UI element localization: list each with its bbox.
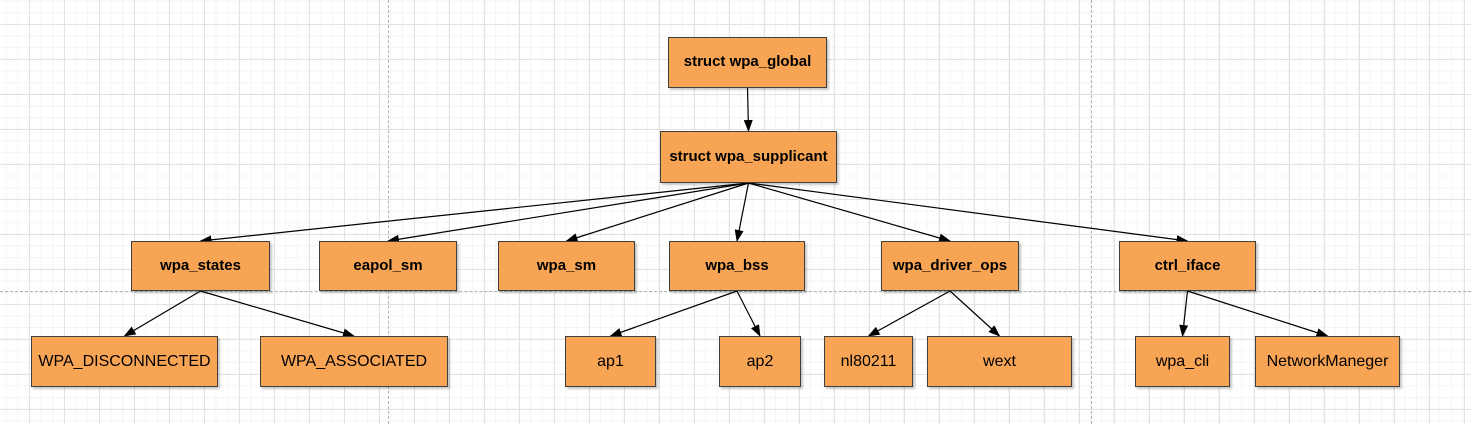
node-label-ap2: ap2 — [746, 352, 774, 370]
node-ap1[interactable]: ap1 — [565, 336, 656, 387]
node-wpa_cli[interactable]: wpa_cli — [1135, 336, 1230, 387]
node-wpa_states[interactable]: wpa_states — [131, 241, 270, 291]
node-nl80211[interactable]: nl80211 — [824, 336, 913, 387]
edge-wpa_states-to-wpa_associated[interactable] — [200, 290, 355, 338]
edge-ctrl_iface-to-wpa_cli[interactable] — [1179, 290, 1189, 337]
node-networkmaneger[interactable]: NetworkManeger — [1255, 336, 1400, 387]
node-label-networkmaneger: NetworkManeger — [1266, 352, 1389, 370]
node-label-wpa_cli: wpa_cli — [1155, 352, 1210, 370]
edge-wpa_supplicant-to-wpa_sm[interactable] — [565, 182, 749, 242]
edge-wpa_global-to-wpa_supplicant[interactable] — [743, 87, 753, 132]
node-ap2[interactable]: ap2 — [719, 336, 801, 387]
node-wpa_driver_ops[interactable]: wpa_driver_ops — [881, 241, 1019, 291]
edge-wpa_states-to-wpa_disconnected[interactable] — [123, 290, 201, 337]
node-label-wpa_disconnected: WPA_DISCONNECTED — [38, 352, 211, 370]
node-label-wpa_bss: wpa_bss — [705, 256, 769, 274]
node-label-wpa_supplicant: struct wpa_supplicant — [669, 147, 828, 165]
node-label-nl80211: nl80211 — [840, 352, 897, 370]
page-divider-vertical-1 — [388, 0, 389, 424]
edge-ctrl_iface-to-networkmaneger[interactable] — [1187, 290, 1329, 337]
edge-wpa_supplicant-to-wpa_states[interactable] — [199, 182, 749, 245]
node-label-ap1: ap1 — [597, 352, 624, 370]
node-wpa_global[interactable]: struct wpa_global — [668, 37, 827, 88]
node-label-wext: wext — [983, 352, 1016, 370]
node-wext[interactable]: wext — [927, 336, 1072, 387]
edge-wpa_supplicant-to-wpa_bss[interactable] — [734, 182, 750, 242]
node-wpa_associated[interactable]: WPA_ASSOCIATED — [260, 336, 448, 387]
edge-wpa_supplicant-to-eapol_sm[interactable] — [387, 182, 749, 244]
node-wpa_sm[interactable]: wpa_sm — [498, 241, 635, 291]
page-divider-vertical-2 — [1091, 0, 1092, 424]
node-label-wpa_states: wpa_states — [160, 256, 241, 274]
edge-wpa_bss-to-ap1[interactable] — [609, 290, 738, 337]
edge-wpa_driver_ops-to-wext[interactable] — [949, 290, 1001, 337]
node-wpa_bss[interactable]: wpa_bss — [669, 241, 805, 291]
edge-wpa_driver_ops-to-nl80211[interactable] — [867, 290, 951, 337]
node-label-wpa_sm: wpa_sm — [536, 256, 597, 274]
node-label-wpa_associated: WPA_ASSOCIATED — [280, 352, 428, 370]
edge-wpa_supplicant-to-wpa_driver_ops[interactable] — [748, 182, 951, 243]
edge-wpa_supplicant-to-ctrl_iface[interactable] — [748, 182, 1189, 245]
node-eapol_sm[interactable]: eapol_sm — [319, 241, 457, 291]
edge-wpa_bss-to-ap2[interactable] — [736, 290, 761, 337]
node-label-wpa_global: struct wpa_global — [683, 53, 812, 71]
node-label-eapol_sm: eapol_sm — [353, 256, 423, 274]
node-ctrl_iface[interactable]: ctrl_iface — [1119, 241, 1256, 291]
node-label-ctrl_iface: ctrl_iface — [1154, 256, 1221, 274]
node-wpa_supplicant[interactable]: struct wpa_supplicant — [660, 131, 837, 183]
node-label-wpa_driver_ops: wpa_driver_ops — [892, 256, 1008, 274]
node-wpa_disconnected[interactable]: WPA_DISCONNECTED — [31, 336, 218, 387]
